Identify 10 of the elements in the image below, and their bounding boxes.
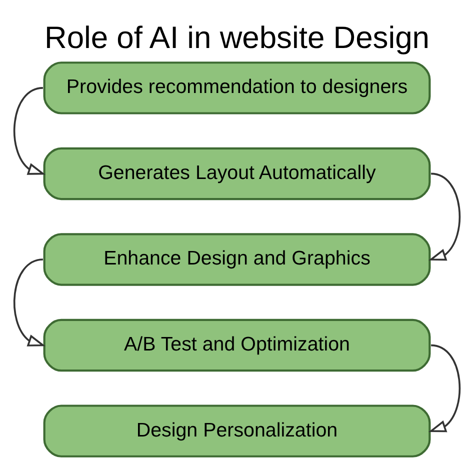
node-box: Generates Layout Automatically [43,147,431,200]
node-box: A/B Test and Optimization [43,318,431,372]
arrow [428,344,461,432]
node-box: Enhance Design and Graphics [43,233,431,286]
arrow [13,87,46,175]
arrow [13,258,46,346]
node-box: Design Personalization [43,404,431,458]
arrow [428,172,461,261]
diagram-title: Role of AI in website Design [44,20,430,55]
node-box: Provides recommendation to designers [43,62,431,114]
